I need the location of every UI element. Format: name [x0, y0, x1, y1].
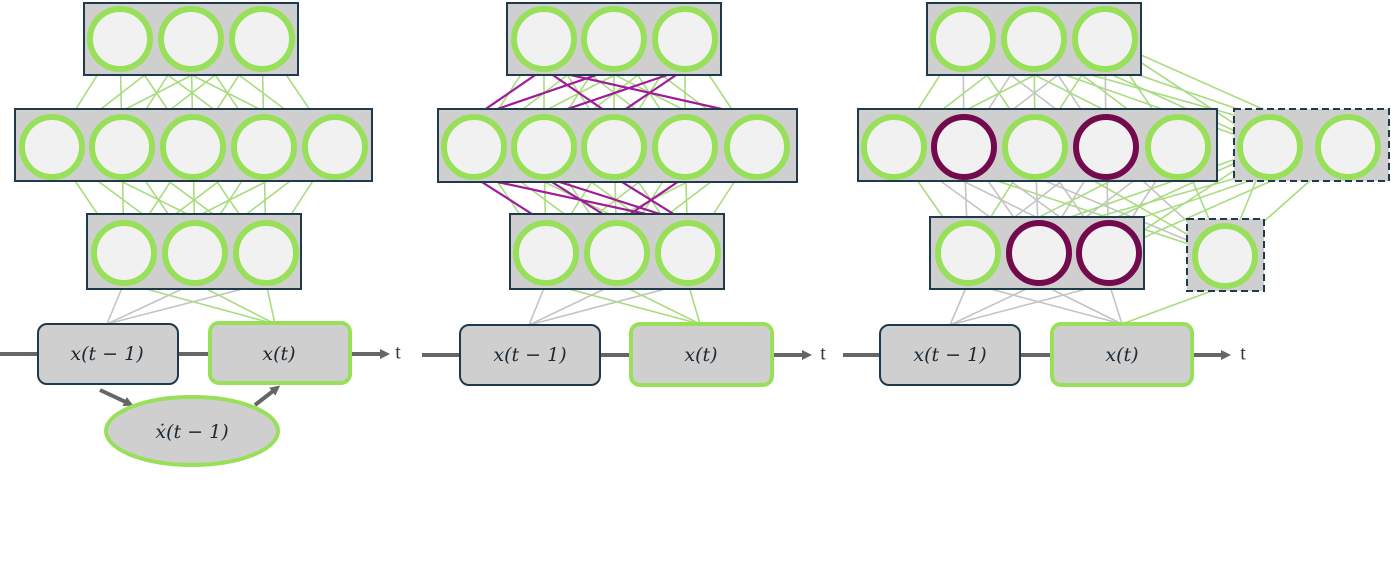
- added-neuron: [1237, 114, 1303, 180]
- pruned-neuron: [1006, 220, 1072, 286]
- derivative-label: ẋ(t − 1): [155, 421, 228, 443]
- neuron: [19, 114, 85, 180]
- neuron: [935, 220, 1001, 286]
- neuron: [89, 114, 155, 180]
- neuron: [724, 114, 790, 180]
- added-neuron: [1315, 114, 1381, 180]
- connection-edge: [1121, 285, 1226, 325]
- time-label: t: [395, 342, 401, 364]
- state-prev-label: x(t − 1): [493, 344, 566, 366]
- state-curr-box: [208, 321, 352, 385]
- pruned-neuron: [1073, 114, 1139, 180]
- neuron: [231, 114, 297, 180]
- time-label: t: [1240, 343, 1246, 365]
- neuron: [162, 220, 228, 286]
- neuron: [581, 6, 647, 72]
- neuron: [513, 220, 579, 286]
- neuron: [1001, 6, 1067, 72]
- pruned-neuron: [1076, 220, 1142, 286]
- derivative-arrow-in: [99, 388, 134, 406]
- neuron: [581, 114, 647, 180]
- added-neuron: [1192, 223, 1258, 289]
- neuron: [511, 114, 577, 180]
- neuron: [87, 6, 153, 72]
- neuron: [861, 114, 927, 180]
- state-prev-label: x(t − 1): [913, 344, 986, 366]
- state-curr-box: [629, 322, 774, 387]
- shapes-layer: x(t − 1) x(t) t ẋ(t − 1) x(t − 1) x(t) t x(t − …: [0, 2, 1390, 467]
- neuron: [158, 6, 224, 72]
- neuron: [652, 6, 718, 72]
- state-prev-label: x(t − 1): [70, 343, 143, 365]
- derivative-arrow-out: [253, 385, 281, 407]
- neuron: [584, 220, 650, 286]
- neuron: [652, 114, 718, 180]
- neuron: [1145, 114, 1211, 180]
- state-curr-label: x(t): [1105, 344, 1138, 366]
- pruned-neuron: [931, 114, 997, 180]
- neuron: [1002, 114, 1068, 180]
- neuron: [91, 220, 157, 286]
- neuron: [655, 220, 721, 286]
- state-curr-label: x(t): [262, 343, 295, 365]
- neuron: [1072, 6, 1138, 72]
- neuron: [233, 220, 299, 286]
- neuron: [930, 6, 996, 72]
- neuron: [160, 114, 226, 180]
- time-label: t: [820, 343, 826, 365]
- neuron: [302, 114, 368, 180]
- state-curr-box: [1050, 322, 1194, 387]
- neuron: [511, 6, 577, 72]
- state-prev-box: [459, 324, 601, 386]
- state-prev-box: [879, 324, 1021, 386]
- state-curr-label: x(t): [684, 344, 717, 366]
- neuron: [229, 6, 295, 72]
- derivative-node: [104, 395, 280, 467]
- neuron: [441, 114, 507, 180]
- state-prev-box: [37, 323, 179, 385]
